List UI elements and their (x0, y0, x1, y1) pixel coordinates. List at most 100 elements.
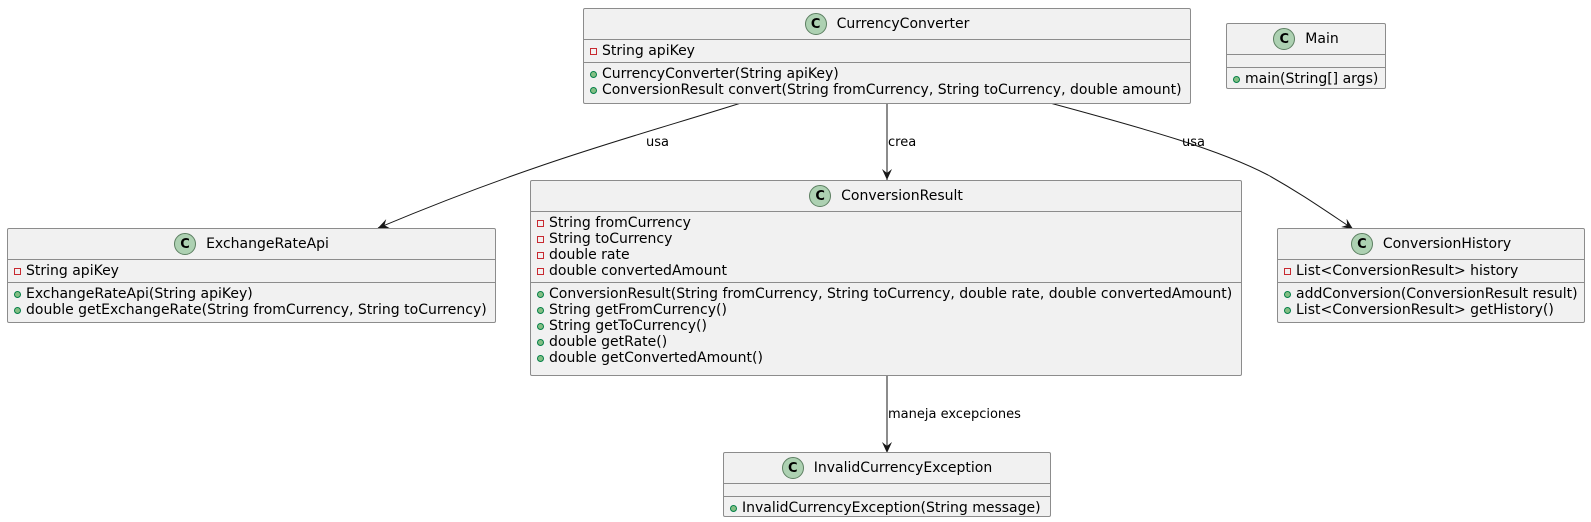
methods-section: ExchangeRateApi(String apiKey) double ge… (8, 283, 495, 321)
fields-section: String apiKey (8, 260, 495, 283)
field-row: double convertedAmount (537, 263, 1241, 279)
field-row: String toCurrency (537, 231, 1241, 247)
field-text: double rate (549, 247, 630, 263)
method-text: String getFromCurrency() (549, 302, 727, 318)
edge-label-usa-history: usa (1182, 135, 1205, 150)
field-row: String apiKey (14, 263, 495, 279)
public-visibility-icon (1233, 75, 1240, 83)
class-name: ConversionHistory (1382, 236, 1512, 252)
method-text: double getExchangeRate(String fromCurren… (26, 302, 487, 318)
method-text: ExchangeRateApi(String apiKey) (26, 286, 253, 302)
class-name: ExchangeRateApi (206, 236, 329, 252)
class-main[interactable]: C Main main(String[] args) (1226, 23, 1386, 89)
method-text: main(String[] args) (1245, 71, 1379, 87)
public-visibility-icon (14, 306, 21, 314)
edge-converter-to-conversionhistory (1049, 102, 1354, 230)
method-row: ConversionResult convert(String fromCurr… (590, 82, 1190, 98)
methods-section: ConversionResult(String fromCurrency, St… (531, 283, 1241, 369)
class-header: C CurrencyConverter (584, 9, 1190, 40)
methods-section: main(String[] args) (1227, 68, 1385, 90)
private-visibility-icon (537, 267, 544, 275)
class-icon: C (804, 13, 827, 35)
method-row: double getExchangeRate(String fromCurren… (14, 302, 495, 318)
public-visibility-icon (537, 322, 544, 330)
method-row: List<ConversionResult> getHistory() (1284, 302, 1584, 318)
edge-label-crea: crea (888, 135, 917, 150)
method-row: InvalidCurrencyException(String message) (730, 500, 1050, 516)
method-row: ExchangeRateApi(String apiKey) (14, 286, 495, 302)
method-text: double getConvertedAmount() (549, 350, 763, 366)
private-visibility-icon (537, 251, 544, 259)
private-visibility-icon (590, 47, 597, 55)
public-visibility-icon (14, 290, 21, 298)
method-row: double getConvertedAmount() (537, 350, 1241, 366)
public-visibility-icon (537, 338, 544, 346)
class-invalid-currency-exception[interactable]: C InvalidCurrencyException InvalidCurren… (723, 452, 1051, 517)
methods-section: CurrencyConverter(String apiKey) Convers… (584, 63, 1190, 101)
fields-section (724, 484, 1050, 497)
class-header: C Main (1227, 24, 1385, 55)
method-text: String getToCurrency() (549, 318, 707, 334)
class-icon: C (174, 233, 197, 255)
class-conversion-result[interactable]: C ConversionResult String fromCurrency S… (530, 180, 1242, 376)
public-visibility-icon (1284, 306, 1291, 314)
private-visibility-icon (537, 235, 544, 243)
edge-converter-to-exchangerateapi (377, 102, 742, 229)
private-visibility-icon (14, 267, 21, 275)
method-text: addConversion(ConversionResult result) (1296, 286, 1578, 302)
method-text: CurrencyConverter(String apiKey) (602, 66, 839, 82)
field-text: List<ConversionResult> history (1296, 263, 1519, 279)
public-visibility-icon (730, 504, 737, 512)
edge-label-maneja-excepciones: maneja excepciones (888, 407, 1021, 422)
edge-label-usa-api: usa (646, 135, 669, 150)
class-header: C ExchangeRateApi (8, 229, 495, 260)
class-header: C ConversionResult (531, 181, 1241, 212)
fields-section: String apiKey (584, 40, 1190, 63)
class-name: InvalidCurrencyException (813, 460, 993, 476)
method-row: CurrencyConverter(String apiKey) (590, 66, 1190, 82)
method-row: double getRate() (537, 334, 1241, 350)
method-row: String getToCurrency() (537, 318, 1241, 334)
class-exchange-rate-api[interactable]: C ExchangeRateApi String apiKey Exchange… (7, 228, 496, 323)
class-currency-converter[interactable]: C CurrencyConverter String apiKey Curren… (583, 8, 1191, 104)
fields-section: List<ConversionResult> history (1278, 260, 1584, 283)
public-visibility-icon (537, 354, 544, 362)
method-text: double getRate() (549, 334, 668, 350)
field-text: String apiKey (602, 43, 695, 59)
class-name: Main (1305, 31, 1339, 47)
field-text: String apiKey (26, 263, 119, 279)
public-visibility-icon (537, 306, 544, 314)
field-text: String toCurrency (549, 231, 673, 247)
public-visibility-icon (537, 290, 544, 298)
class-name: CurrencyConverter (836, 16, 970, 32)
class-name: ConversionResult (841, 188, 963, 204)
method-row: addConversion(ConversionResult result) (1284, 286, 1584, 302)
field-row: String fromCurrency (537, 215, 1241, 231)
method-text: InvalidCurrencyException(String message) (742, 500, 1041, 516)
class-icon: C (809, 185, 832, 207)
private-visibility-icon (537, 219, 544, 227)
class-icon: C (781, 457, 804, 479)
class-icon: C (1350, 233, 1373, 255)
method-text: ConversionResult convert(String fromCurr… (602, 82, 1182, 98)
field-text: double convertedAmount (549, 263, 727, 279)
public-visibility-icon (590, 86, 597, 94)
method-text: ConversionResult(String fromCurrency, St… (549, 286, 1233, 302)
fields-section: String fromCurrency String toCurrency do… (531, 212, 1241, 283)
methods-section: addConversion(ConversionResult result) L… (1278, 283, 1584, 321)
private-visibility-icon (1284, 267, 1291, 275)
method-row: ConversionResult(String fromCurrency, St… (537, 286, 1241, 302)
public-visibility-icon (1284, 290, 1291, 298)
method-row: String getFromCurrency() (537, 302, 1241, 318)
class-header: C ConversionHistory (1278, 229, 1584, 260)
public-visibility-icon (590, 70, 597, 78)
field-row: String apiKey (590, 43, 1190, 59)
field-row: double rate (537, 247, 1241, 263)
method-text: List<ConversionResult> getHistory() (1296, 302, 1554, 318)
method-row: main(String[] args) (1233, 71, 1385, 87)
class-header: C InvalidCurrencyException (724, 453, 1050, 484)
field-text: String fromCurrency (549, 215, 691, 231)
class-conversion-history[interactable]: C ConversionHistory List<ConversionResul… (1277, 228, 1585, 323)
fields-section (1227, 55, 1385, 68)
